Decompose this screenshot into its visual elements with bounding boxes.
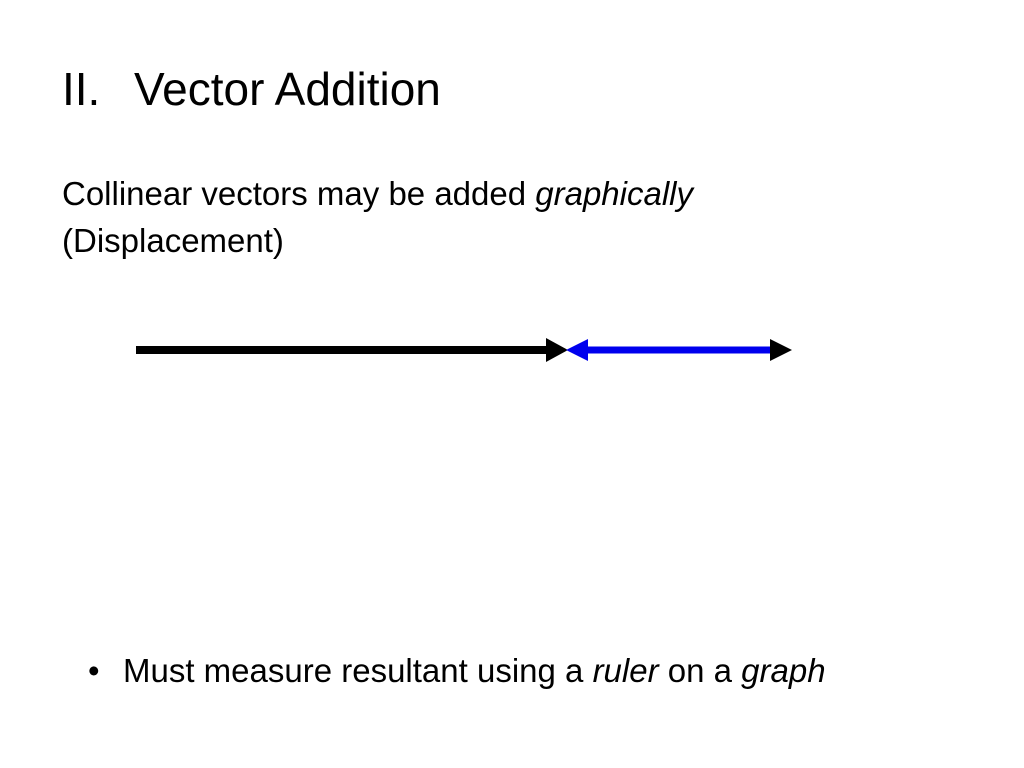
- subtitle-main-text: Collinear vectors may be added: [62, 175, 536, 212]
- subtitle-line-2: (Displacement): [62, 222, 284, 259]
- subtitle-emphasis: graphically: [535, 175, 693, 212]
- title-number: II.: [62, 63, 101, 115]
- bullet-emphasis-graph: graph: [741, 652, 826, 689]
- vector-b-tail-arrowhead: [566, 339, 588, 361]
- subtitle-line-1: Collinear vectors may be added graphical…: [62, 170, 693, 217]
- title-text: Vector Addition: [134, 63, 441, 115]
- bullet-text-1: Must measure resultant using a: [123, 652, 593, 689]
- slide-subtitle: Collinear vectors may be added graphical…: [62, 170, 693, 264]
- vector-b-head-arrowhead: [770, 339, 792, 361]
- bullet-item: • Must measure resultant using a ruler on…: [88, 648, 826, 694]
- bullet-text-2: on a: [658, 652, 742, 689]
- vector-b-arrow: [566, 339, 792, 361]
- vector-a-arrow: [136, 338, 568, 362]
- bullet-marker: •: [88, 652, 100, 689]
- bullet-emphasis-ruler: ruler: [592, 652, 659, 689]
- slide-title: II. Vector Addition: [62, 60, 441, 118]
- vector-a-arrowhead: [546, 338, 568, 362]
